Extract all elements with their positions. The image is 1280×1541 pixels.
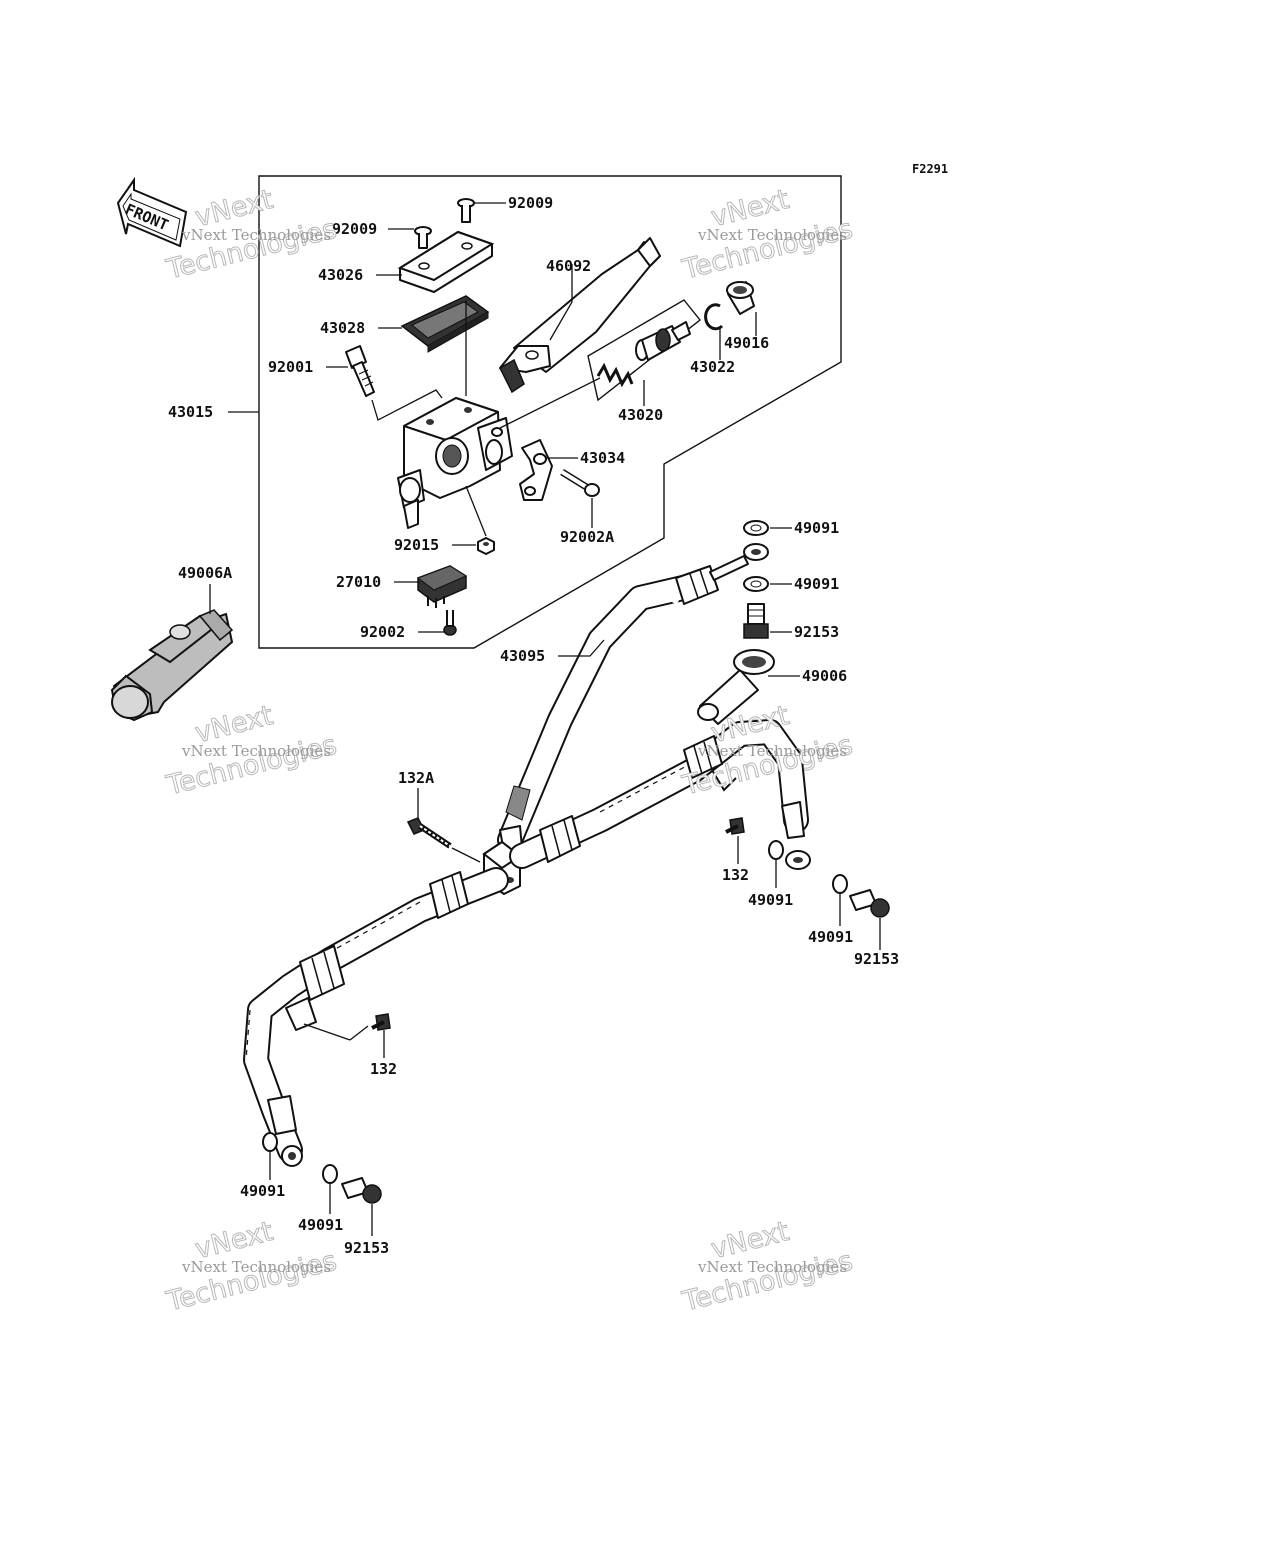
clamp-bolt-left: [349, 1013, 391, 1041]
diaphragm: [400, 295, 490, 353]
hose-right: [509, 719, 811, 870]
callout-label: 49091: [794, 519, 839, 537]
watermark-1: vNext Technologies vNext Technologies: [162, 184, 340, 287]
svg-text:Technologies: Technologies: [679, 1246, 856, 1318]
svg-text:Technologies: Technologies: [163, 730, 340, 802]
washer-top: [743, 520, 769, 536]
banjo-fitting: [697, 649, 775, 725]
washer-right-b: [832, 874, 848, 894]
callout-label: 43020: [618, 406, 663, 424]
callout-label: 92009: [332, 220, 377, 238]
callout-label: 49091: [240, 1182, 285, 1200]
joint-bolt: [406, 817, 481, 863]
callout-label: 43095: [500, 647, 545, 665]
svg-text:Technologies: Technologies: [163, 1246, 340, 1318]
svg-text:Technologies: Technologies: [679, 214, 856, 286]
cap-screw-right: [457, 198, 475, 223]
svg-text:vNext Technologies: vNext Technologies: [697, 1258, 847, 1276]
brake-switch: [416, 565, 468, 608]
callout-label: 92001: [268, 358, 313, 376]
clamp-bolt-right: [725, 817, 745, 835]
reservoir-cap: [397, 230, 495, 293]
piston-kit-frame: [587, 299, 701, 402]
nut: [477, 537, 495, 555]
svg-text:vNext Technologies: vNext Technologies: [697, 742, 847, 760]
watermark-6: vNext Technologies vNext Technologies: [678, 1216, 856, 1319]
front-arrow-icon: FRONT: [116, 176, 188, 248]
assembly-line-bolt: [371, 389, 443, 421]
callout-label: 43034: [580, 449, 625, 467]
assembly-line-piston: [499, 377, 601, 429]
svg-text:Technologies: Technologies: [163, 214, 340, 286]
callout-label: 46092: [546, 257, 591, 275]
callout-label: 49091: [748, 891, 793, 909]
union-bolt-top: [743, 603, 769, 639]
svg-text:vNext Technologies: vNext Technologies: [181, 742, 331, 760]
watermark-2: vNext Technologies vNext Technologies: [678, 184, 856, 287]
callout-label: 49006: [802, 667, 847, 685]
callout-label: 92153: [344, 1239, 389, 1257]
callout-label: 132A: [398, 769, 434, 787]
washer-right-a: [768, 840, 784, 860]
callout-label: 92002: [360, 623, 405, 641]
callout-label: 43028: [320, 319, 365, 337]
watermark-5: vNext Technologies vNext Technologies: [162, 1216, 340, 1319]
clamp-bolt: [560, 469, 600, 497]
piston-assembly: [596, 321, 691, 388]
hose-left: [243, 867, 509, 1167]
washer-mid: [743, 576, 769, 592]
callout-label: 49091: [808, 928, 853, 946]
callout-label: 43026: [318, 266, 363, 284]
watermark-3: vNext Technologies vNext Technologies: [162, 700, 340, 803]
svg-text:vNext Technologies: vNext Technologies: [181, 226, 331, 244]
callout-label: 92015: [394, 536, 439, 554]
cap-screw-left: [414, 226, 432, 249]
washer-left-b: [322, 1164, 338, 1184]
union-bolt-left: [341, 1177, 382, 1204]
washer-left-a: [262, 1132, 278, 1152]
callout-label: 92002A: [560, 528, 614, 546]
callout-label: 92153: [854, 950, 899, 968]
callout-label: 132: [370, 1060, 397, 1078]
master-cylinder-body: [397, 397, 513, 529]
callout-label: 43022: [690, 358, 735, 376]
callout-label: 27010: [336, 573, 381, 591]
callout-label: 49091: [298, 1216, 343, 1234]
callout-label: 92009: [508, 194, 553, 212]
pivot-bolt: [345, 345, 375, 397]
callout-label: 92153: [794, 623, 839, 641]
reservoir-cover: [110, 609, 234, 722]
callout-label: 132: [722, 866, 749, 884]
svg-text:vNext Technologies: vNext Technologies: [697, 226, 847, 244]
handlebar-clamp: [519, 439, 553, 501]
callout-label: 49006A: [178, 564, 232, 582]
callout-label: 43015: [168, 403, 213, 421]
circlip: [704, 303, 724, 331]
svg-text:vNext Technologies: vNext Technologies: [181, 1258, 331, 1276]
callout-labels: 92009 92009 43026 46092 43028 49016 9200…: [168, 194, 899, 1257]
assembly-line-nut: [465, 485, 487, 537]
leader-lines: [209, 202, 881, 1236]
diagram-code: F2291: [912, 162, 948, 176]
dust-boot: [726, 281, 755, 315]
switch-screw: [443, 610, 457, 636]
callout-label: 49091: [794, 575, 839, 593]
kit-frame: [258, 175, 842, 649]
hose-upper: [497, 543, 769, 853]
callout-label: 49016: [724, 334, 769, 352]
union-bolt-right: [849, 889, 890, 918]
